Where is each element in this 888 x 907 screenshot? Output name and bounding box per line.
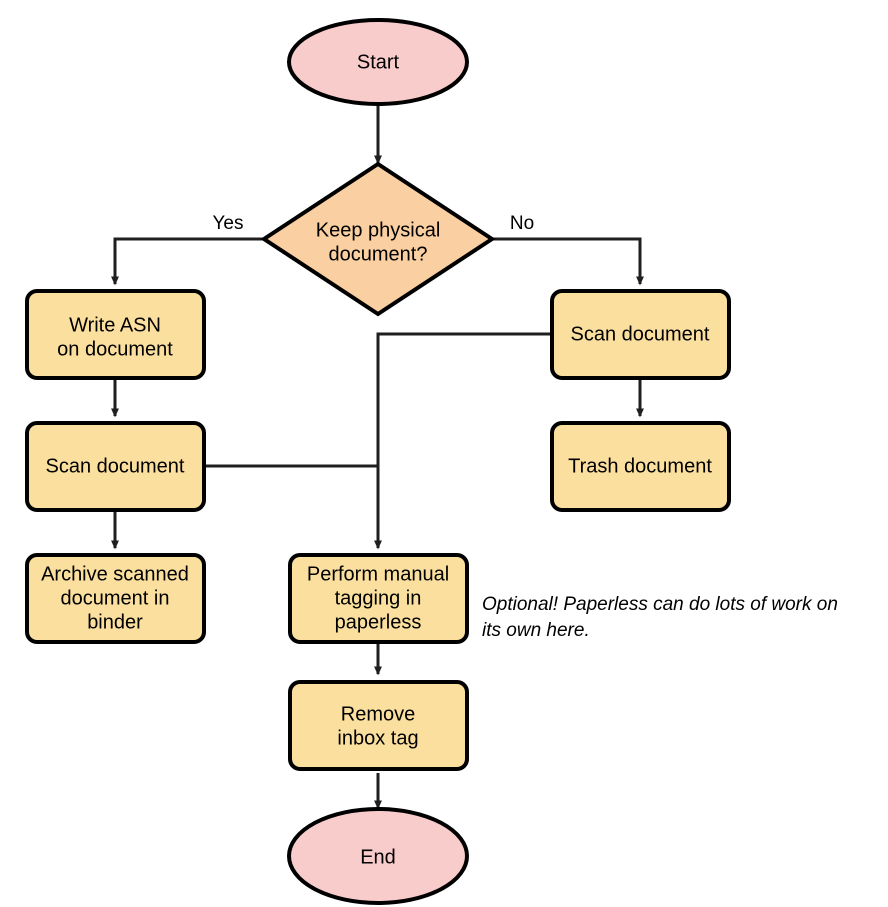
- node-decision-keep-physical-document[interactable]: Keep physical document?: [260, 161, 496, 317]
- tagging-label-line2: tagging in: [335, 587, 422, 609]
- node-trash-document[interactable]: Trash document: [550, 421, 731, 512]
- tagging-label-line1: Perform manual: [307, 563, 449, 585]
- edge-scan-right-to-tagging: [374, 332, 552, 550]
- scan-left-box: [25, 421, 206, 512]
- decision-label-line1: Keep physical: [316, 219, 441, 241]
- archive-box: [25, 553, 206, 644]
- node-end[interactable]: End: [287, 807, 469, 905]
- edge-label-no: No: [510, 213, 534, 234]
- edge-decision-yes-to-write-asn: [111, 237, 264, 286]
- edge-decision-no-to-scan-right: [492, 237, 644, 286]
- node-manual-tagging[interactable]: Perform manual tagging in paperless: [288, 553, 469, 644]
- node-start[interactable]: Start: [287, 18, 469, 106]
- annotation-optional-note: Optional! Paperless can do lots of work …: [482, 594, 838, 641]
- connector-layer: [111, 103, 644, 810]
- remove-inbox-label-line2: inbox tag: [337, 727, 418, 749]
- node-remove-inbox-tag[interactable]: Remove inbox tag: [288, 680, 469, 771]
- tagging-label-line3: paperless: [335, 611, 422, 633]
- scan-left-label: Scan document: [46, 455, 185, 477]
- scan-right-box: [550, 289, 731, 380]
- write-asn-label-line1: Write ASN: [69, 314, 161, 336]
- end-ellipse: [287, 807, 469, 905]
- node-archive-in-binder[interactable]: Archive scanned document in binder: [25, 553, 206, 644]
- end-label: End: [360, 846, 396, 868]
- decision-label-line2: document?: [329, 243, 428, 265]
- remove-inbox-box: [288, 680, 469, 771]
- node-scan-document-left[interactable]: Scan document: [25, 421, 206, 512]
- trash-box: [550, 421, 731, 512]
- start-ellipse: [287, 18, 469, 106]
- decision-diamond: [260, 161, 496, 317]
- archive-label-line3: binder: [87, 611, 143, 633]
- write-asn-box: [25, 289, 206, 380]
- scan-right-label: Scan document: [571, 323, 710, 345]
- trash-label: Trash document: [568, 455, 712, 477]
- node-scan-document-right[interactable]: Scan document: [550, 289, 731, 380]
- start-label: Start: [357, 51, 400, 73]
- write-asn-label-line2: on document: [57, 338, 173, 360]
- archive-label-line2: document in: [61, 587, 170, 609]
- remove-inbox-label-line1: Remove: [341, 703, 415, 725]
- annotation-line2: its own here.: [482, 620, 590, 641]
- annotation-line1: Optional! Paperless can do lots of work …: [482, 594, 838, 615]
- tagging-box: [288, 553, 469, 644]
- node-write-asn[interactable]: Write ASN on document: [25, 289, 206, 380]
- archive-label-line1: Archive scanned: [41, 563, 189, 585]
- edge-label-yes: Yes: [213, 213, 244, 234]
